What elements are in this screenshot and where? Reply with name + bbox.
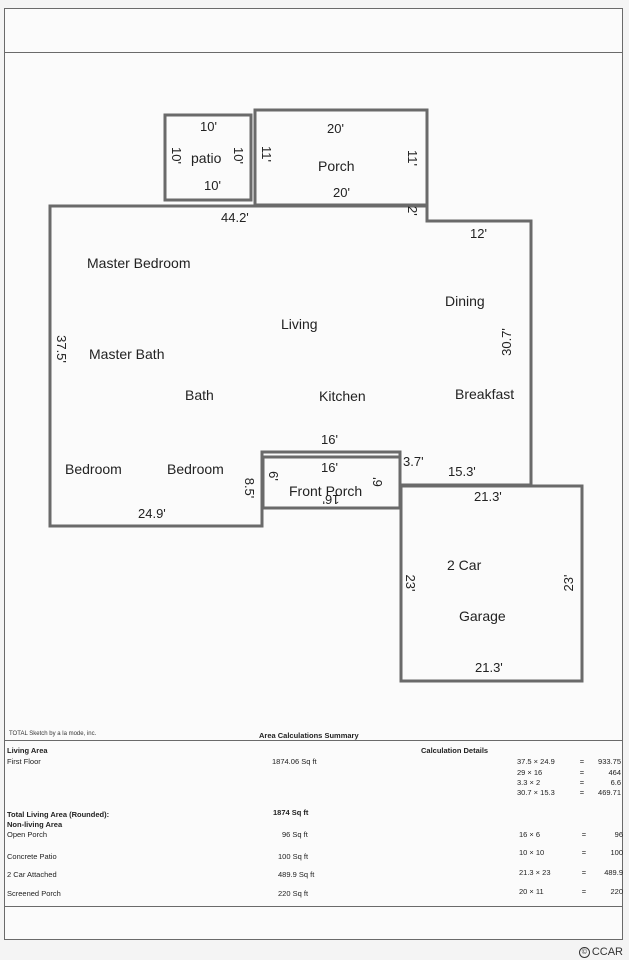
dim-front-porch-bottom: 16': [323, 492, 340, 507]
room-bedroom-2: Bedroom: [167, 461, 224, 477]
dim-porch-top: 20': [327, 121, 344, 136]
room-living: Living: [281, 316, 318, 332]
software-credit: TOTAL Sketch by a la mode, inc.: [9, 731, 97, 737]
room-front-porch: Front Porch: [289, 483, 362, 499]
living-area-heading: Living Area: [7, 746, 48, 755]
bottom-divider: [4, 906, 623, 907]
room-kitchen: Kitchen: [319, 388, 366, 404]
calc-row: 21.3 × 23=489.9: [519, 868, 623, 877]
top-divider: [4, 52, 623, 53]
room-bedroom-1: Bedroom: [65, 461, 122, 477]
calc-row: 16 × 6=96: [519, 830, 623, 839]
first-floor-label: First Floor: [7, 757, 41, 766]
non-living-heading: Non-living Area: [7, 820, 63, 829]
room-master-bedroom: Master Bedroom: [87, 255, 190, 271]
total-living-value: 1874 Sq ft: [273, 808, 309, 817]
dim-bottom-step: 8.5': [242, 478, 257, 499]
dim-right-wall: 30.7': [499, 328, 514, 356]
dim-kitchen-bottom: 16': [321, 432, 338, 447]
non-living-value: 489.9 Sq ft: [278, 870, 315, 879]
ccar-watermark: © CCAR: [578, 946, 623, 958]
garage-outline: [399, 484, 584, 683]
non-living-label: 2 Car Attached: [7, 870, 57, 879]
summary-header-divider: [4, 740, 623, 741]
room-garage-line2: Garage: [459, 608, 506, 624]
non-living-label: Concrete Patio: [7, 852, 57, 861]
dim-bottom-left: 24.9': [138, 506, 166, 521]
copyright-icon: ©: [578, 946, 590, 958]
dim-patio-right: 10': [231, 147, 246, 164]
dim-porch-left: 11': [259, 146, 274, 162]
total-living-label: Total Living Area (Rounded):: [7, 810, 110, 819]
room-porch: Porch: [318, 158, 355, 174]
dim-house-top: 44.2': [221, 210, 249, 225]
calc-row: 37.5 × 24.9=933.75: [517, 757, 621, 766]
non-living-value: 220 Sq ft: [278, 889, 309, 898]
dim-patio-bottom: 10': [204, 178, 221, 193]
room-breakfast: Breakfast: [455, 386, 514, 402]
room-master-bath: Master Bath: [89, 346, 164, 362]
dim-small-step: 3.7': [403, 454, 424, 469]
non-living-label: Open Porch: [7, 830, 48, 839]
dim-porch-bottom: 20': [333, 185, 350, 200]
dim-front-porch-right: 6': [370, 477, 385, 487]
calc-row: 30.7 × 15.3=469.71: [517, 788, 621, 797]
dim-front-porch-top: 16': [321, 460, 338, 475]
ccar-text: CCAR: [591, 946, 623, 958]
room-bath: Bath: [185, 387, 214, 403]
room-dining: Dining: [445, 293, 485, 309]
dim-front-porch-left: 6': [266, 471, 281, 481]
calc-row: 10 × 10=100: [519, 848, 623, 857]
dim-patio-left: 10': [169, 147, 184, 164]
first-floor-value: 1874.06 Sq ft: [272, 757, 317, 766]
dim-notch: 2': [405, 206, 420, 216]
non-living-value: 96 Sq ft: [282, 830, 308, 839]
dim-left-wall: 37.5': [54, 335, 69, 363]
dim-patio-top: 10': [200, 119, 217, 134]
non-living-value: 100 Sq ft: [278, 852, 309, 861]
dim-dining-top: 12': [470, 226, 487, 241]
dim-garage-right: 23': [561, 575, 576, 592]
summary-title: Area Calculations Summary: [259, 731, 359, 740]
dim-porch-right: 11': [405, 150, 420, 166]
calc-row: 29 × 16=464: [517, 768, 621, 777]
calc-row: 3.3 × 2=6.6: [517, 778, 621, 787]
dim-garage-top: 21.3': [474, 489, 502, 504]
room-garage-line1: 2 Car: [447, 557, 482, 573]
patio-outline: [163, 113, 253, 202]
non-living-label: Screened Porch: [7, 889, 61, 898]
dim-garage-bottom: 21.3': [475, 660, 503, 675]
dim-breakfast-bottom: 15.3': [448, 464, 476, 479]
calc-row: 20 × 11=220: [519, 887, 623, 896]
room-patio: patio: [191, 150, 222, 166]
dim-garage-left: 23': [403, 575, 418, 592]
front-porch-outline: [261, 455, 402, 510]
calc-details-heading: Calculation Details: [421, 746, 489, 755]
floor-plan-sheet: [4, 8, 623, 940]
